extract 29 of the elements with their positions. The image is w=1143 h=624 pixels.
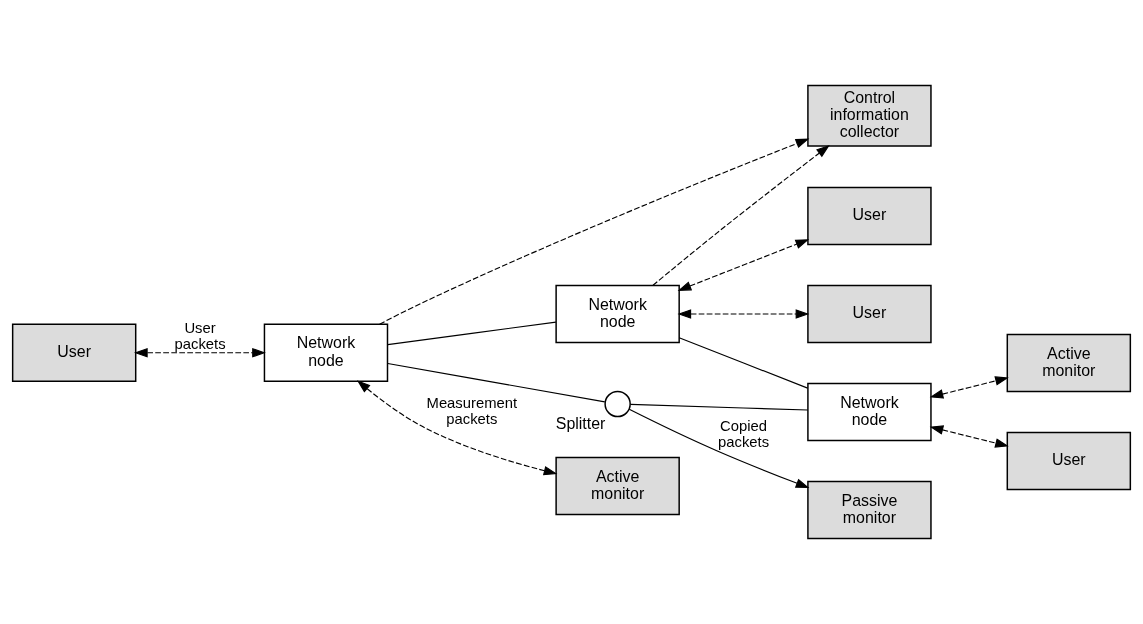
node-box: User [1006, 431, 1132, 491]
node-box: User [807, 284, 932, 344]
node-box: User [11, 323, 137, 382]
arrow [652, 145, 830, 286]
arrow [628, 408, 810, 489]
edge-label: Measurement packets [426, 394, 518, 427]
connector [678, 337, 809, 389]
arrow [356, 380, 558, 476]
connector [387, 362, 606, 403]
node-box: Network node [263, 323, 389, 382]
node-box: Passive monitor [807, 480, 932, 540]
connector [387, 321, 557, 346]
arrow [134, 347, 266, 358]
arrow [929, 425, 1009, 448]
node-box: Network node [807, 382, 932, 442]
edge-label: Copied packets [718, 417, 770, 450]
connector [629, 403, 809, 411]
node-box: Active monitor [1006, 333, 1132, 393]
arrow [677, 239, 810, 291]
node-label: Splitter [555, 415, 606, 433]
node-box: Control information collector [807, 84, 932, 147]
arrow [379, 138, 810, 325]
node-circle [604, 390, 631, 418]
arrow [677, 309, 810, 319]
arrow [929, 376, 1009, 399]
edge-label: User packets [174, 319, 226, 352]
node-box: Active monitor [555, 456, 680, 516]
node-box: Network node [555, 284, 680, 344]
node-box: User [807, 186, 932, 246]
